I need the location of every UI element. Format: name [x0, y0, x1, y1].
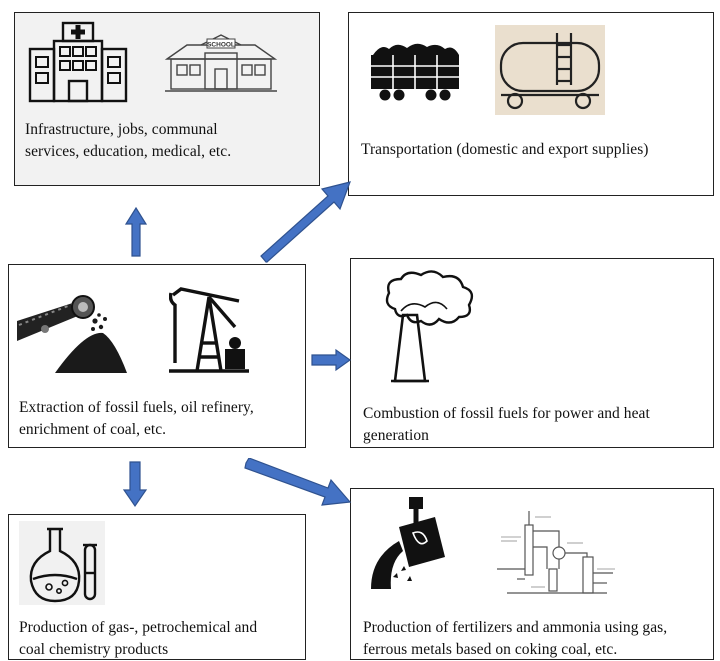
box-extraction: Extraction of fossil fuels, oil refinery… [8, 264, 306, 448]
tank-car-icon [495, 25, 605, 115]
chemical-plant-icon [487, 507, 627, 603]
smokestack-icon [381, 269, 481, 385]
coal-wagon-icon [367, 39, 463, 103]
box-fertilizers: Production of fertilizers and ammonia us… [350, 488, 714, 660]
arrow-up-to-infrastructure [124, 206, 148, 257]
arrow-to-combustion [311, 348, 352, 372]
gas-chemistry-label-line1: Production of gas-, petrochemical and [19, 619, 258, 636]
combustion-label-line1: Combustion of fossil fuels for power and… [363, 405, 650, 422]
arrow-to-fertilizers [244, 458, 352, 506]
box-gas-chemistry: Production of gas-, petrochemical and co… [8, 514, 306, 660]
extraction-label-line2: enrichment of coal, etc. [19, 421, 167, 438]
arrow-down-to-gas-chemistry [122, 461, 148, 508]
flask-icon [19, 521, 105, 605]
box-combustion: Combustion of fossil fuels for power and… [350, 258, 714, 448]
infrastructure-label: Infrastructure, jobs, communal services,… [25, 119, 231, 163]
transportation-label: Transportation (domestic and export supp… [361, 141, 649, 158]
gas-chemistry-label: Production of gas-, petrochemical and co… [19, 617, 257, 661]
conveyor-coal-icon [15, 281, 133, 373]
extraction-label: Extraction of fossil fuels, oil refinery… [19, 397, 254, 441]
fertilizers-label-line2: ferrous metals based on coking coal, etc… [363, 641, 618, 658]
school-icon: SCHOOL [163, 33, 279, 95]
box-infrastructure: SCHOOL Infrastructure, jobs, communal se… [14, 12, 320, 186]
fertilizers-label: Production of fertilizers and ammonia us… [363, 617, 667, 661]
infrastructure-label-line2: services, education, medical, etc. [25, 143, 232, 160]
combustion-label: Combustion of fossil fuels for power and… [363, 403, 650, 447]
school-sign-text: SCHOOL [207, 41, 235, 48]
box-transportation: Transportation (domestic and export supp… [348, 12, 714, 196]
combustion-label-line2: generation [363, 427, 429, 444]
extraction-label-line1: Extraction of fossil fuels, oil refinery… [19, 399, 254, 416]
fertilizers-label-line1: Production of fertilizers and ammonia us… [363, 619, 668, 636]
oil-pump-icon [169, 287, 249, 373]
hospital-icon [27, 19, 143, 103]
gas-chemistry-label-line2: coal chemistry products [19, 641, 169, 658]
infrastructure-label-line1: Infrastructure, jobs, communal [25, 121, 218, 138]
arrow-to-transportation [260, 181, 351, 263]
molten-metal-icon [369, 497, 459, 589]
